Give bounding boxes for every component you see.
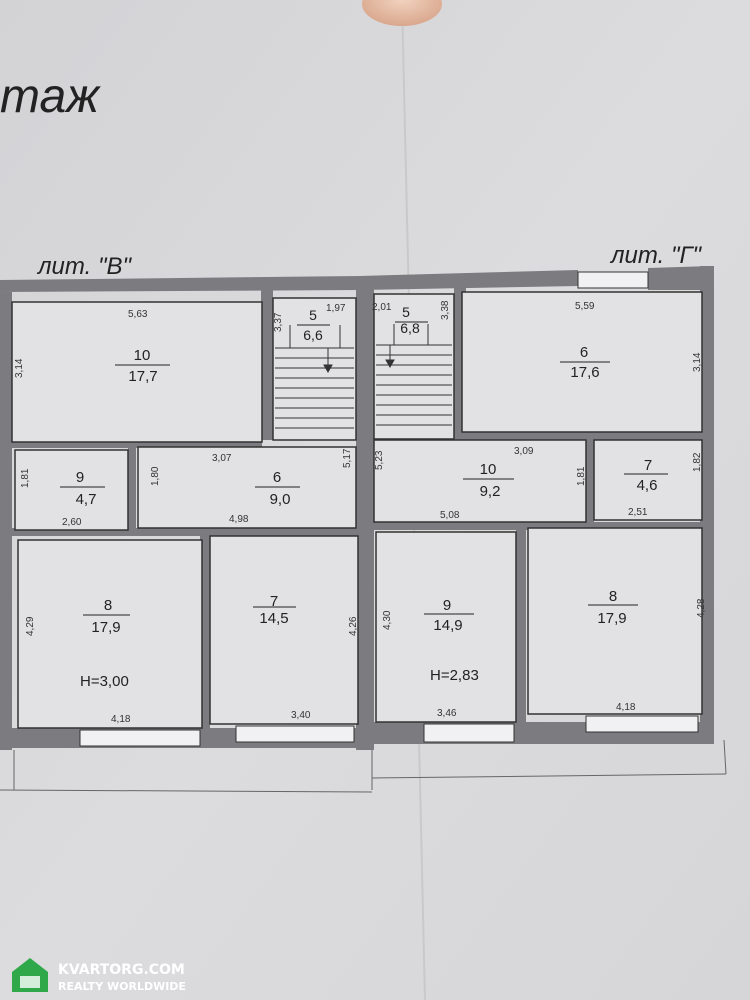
dimension: 5,08 <box>440 510 460 521</box>
building-label-v: лит. "В" <box>36 253 132 280</box>
dimension: 3,37 <box>273 312 284 332</box>
dimension: 3,46 <box>437 708 457 719</box>
ceiling-height-g: H=2,83 <box>430 667 479 684</box>
room-area: 17,6 <box>570 364 599 381</box>
dimension: 2,60 <box>62 517 82 528</box>
dimension: 4,26 <box>348 616 359 636</box>
room-number: 5 <box>309 307 317 323</box>
room-area: 4,6 <box>637 477 658 494</box>
room-number: 7 <box>270 593 278 610</box>
room-labels: 10 17,7 5 6,6 9 4,7 6 9,0 8 17,9 7 14,5 … <box>60 304 668 636</box>
dimension: 3,14 <box>692 352 703 372</box>
dimension: 4,18 <box>616 702 636 713</box>
dimension: 4,98 <box>229 514 249 525</box>
dimension: 5,59 <box>575 301 595 312</box>
room-number: 10 <box>134 347 151 364</box>
dimension-labels: 5,63 1,97 3,37 3,14 3,07 1,81 1,80 5,17 … <box>14 300 707 725</box>
dimension: 3,07 <box>212 453 232 464</box>
room-area: 9,2 <box>480 483 501 500</box>
room-number: 7 <box>644 457 652 474</box>
room-number: 9 <box>76 469 84 486</box>
dimension: 1,81 <box>576 466 587 486</box>
watermark: KVARTORG.COM REALTY WORLDWIDE <box>12 958 186 993</box>
room-area: 14,5 <box>259 610 288 627</box>
room-interiors <box>11 291 703 729</box>
room-number: 10 <box>480 461 497 478</box>
room-number: 8 <box>609 588 617 605</box>
floor-title: таж <box>0 70 101 123</box>
dimension: 1,82 <box>692 452 703 472</box>
dimension: 2,51 <box>628 507 648 518</box>
building-label-g: лит. "Г" <box>609 242 703 269</box>
dimension: 5,17 <box>342 448 353 468</box>
room-area: 17,9 <box>91 619 120 636</box>
watermark-line2: REALTY WORLDWIDE <box>58 980 186 993</box>
ceiling-height-v: H=3,00 <box>80 673 129 690</box>
room-area: 6,8 <box>400 320 420 336</box>
dimension: 3,09 <box>514 446 534 457</box>
room-area: 4,7 <box>76 491 97 508</box>
dimension: 1,97 <box>326 303 346 314</box>
dimension: 4,28 <box>696 598 707 618</box>
room-area: 9,0 <box>270 491 291 508</box>
dimension: 3,14 <box>14 358 25 378</box>
dimension: 3,38 <box>440 300 451 320</box>
dimension: 4,18 <box>111 714 131 725</box>
guide-lines <box>0 739 727 793</box>
dimension: 5,63 <box>128 309 148 320</box>
dimension: 4,29 <box>25 616 36 636</box>
dimension: 3,40 <box>291 710 311 721</box>
windows <box>79 271 699 747</box>
room-area: 6,6 <box>303 327 323 343</box>
dimension: 4,30 <box>382 610 393 630</box>
staircase-v <box>275 325 354 429</box>
room-number: 8 <box>104 597 112 614</box>
dimension: 5,23 <box>374 450 385 470</box>
room-number: 5 <box>402 304 410 320</box>
watermark-line1: KVARTORG.COM <box>58 962 185 978</box>
dimension: 1,80 <box>150 466 161 486</box>
room-number: 9 <box>443 597 451 614</box>
staircase-g <box>376 324 452 426</box>
dimension: 2,01 <box>372 302 392 313</box>
room-area: 14,9 <box>433 617 462 634</box>
finger <box>362 0 442 26</box>
room-number: 6 <box>580 344 588 361</box>
dimension: 1,81 <box>20 468 31 488</box>
room-area: 17,7 <box>128 368 157 385</box>
room-area: 17,9 <box>597 610 626 627</box>
room-number: 6 <box>273 469 281 486</box>
